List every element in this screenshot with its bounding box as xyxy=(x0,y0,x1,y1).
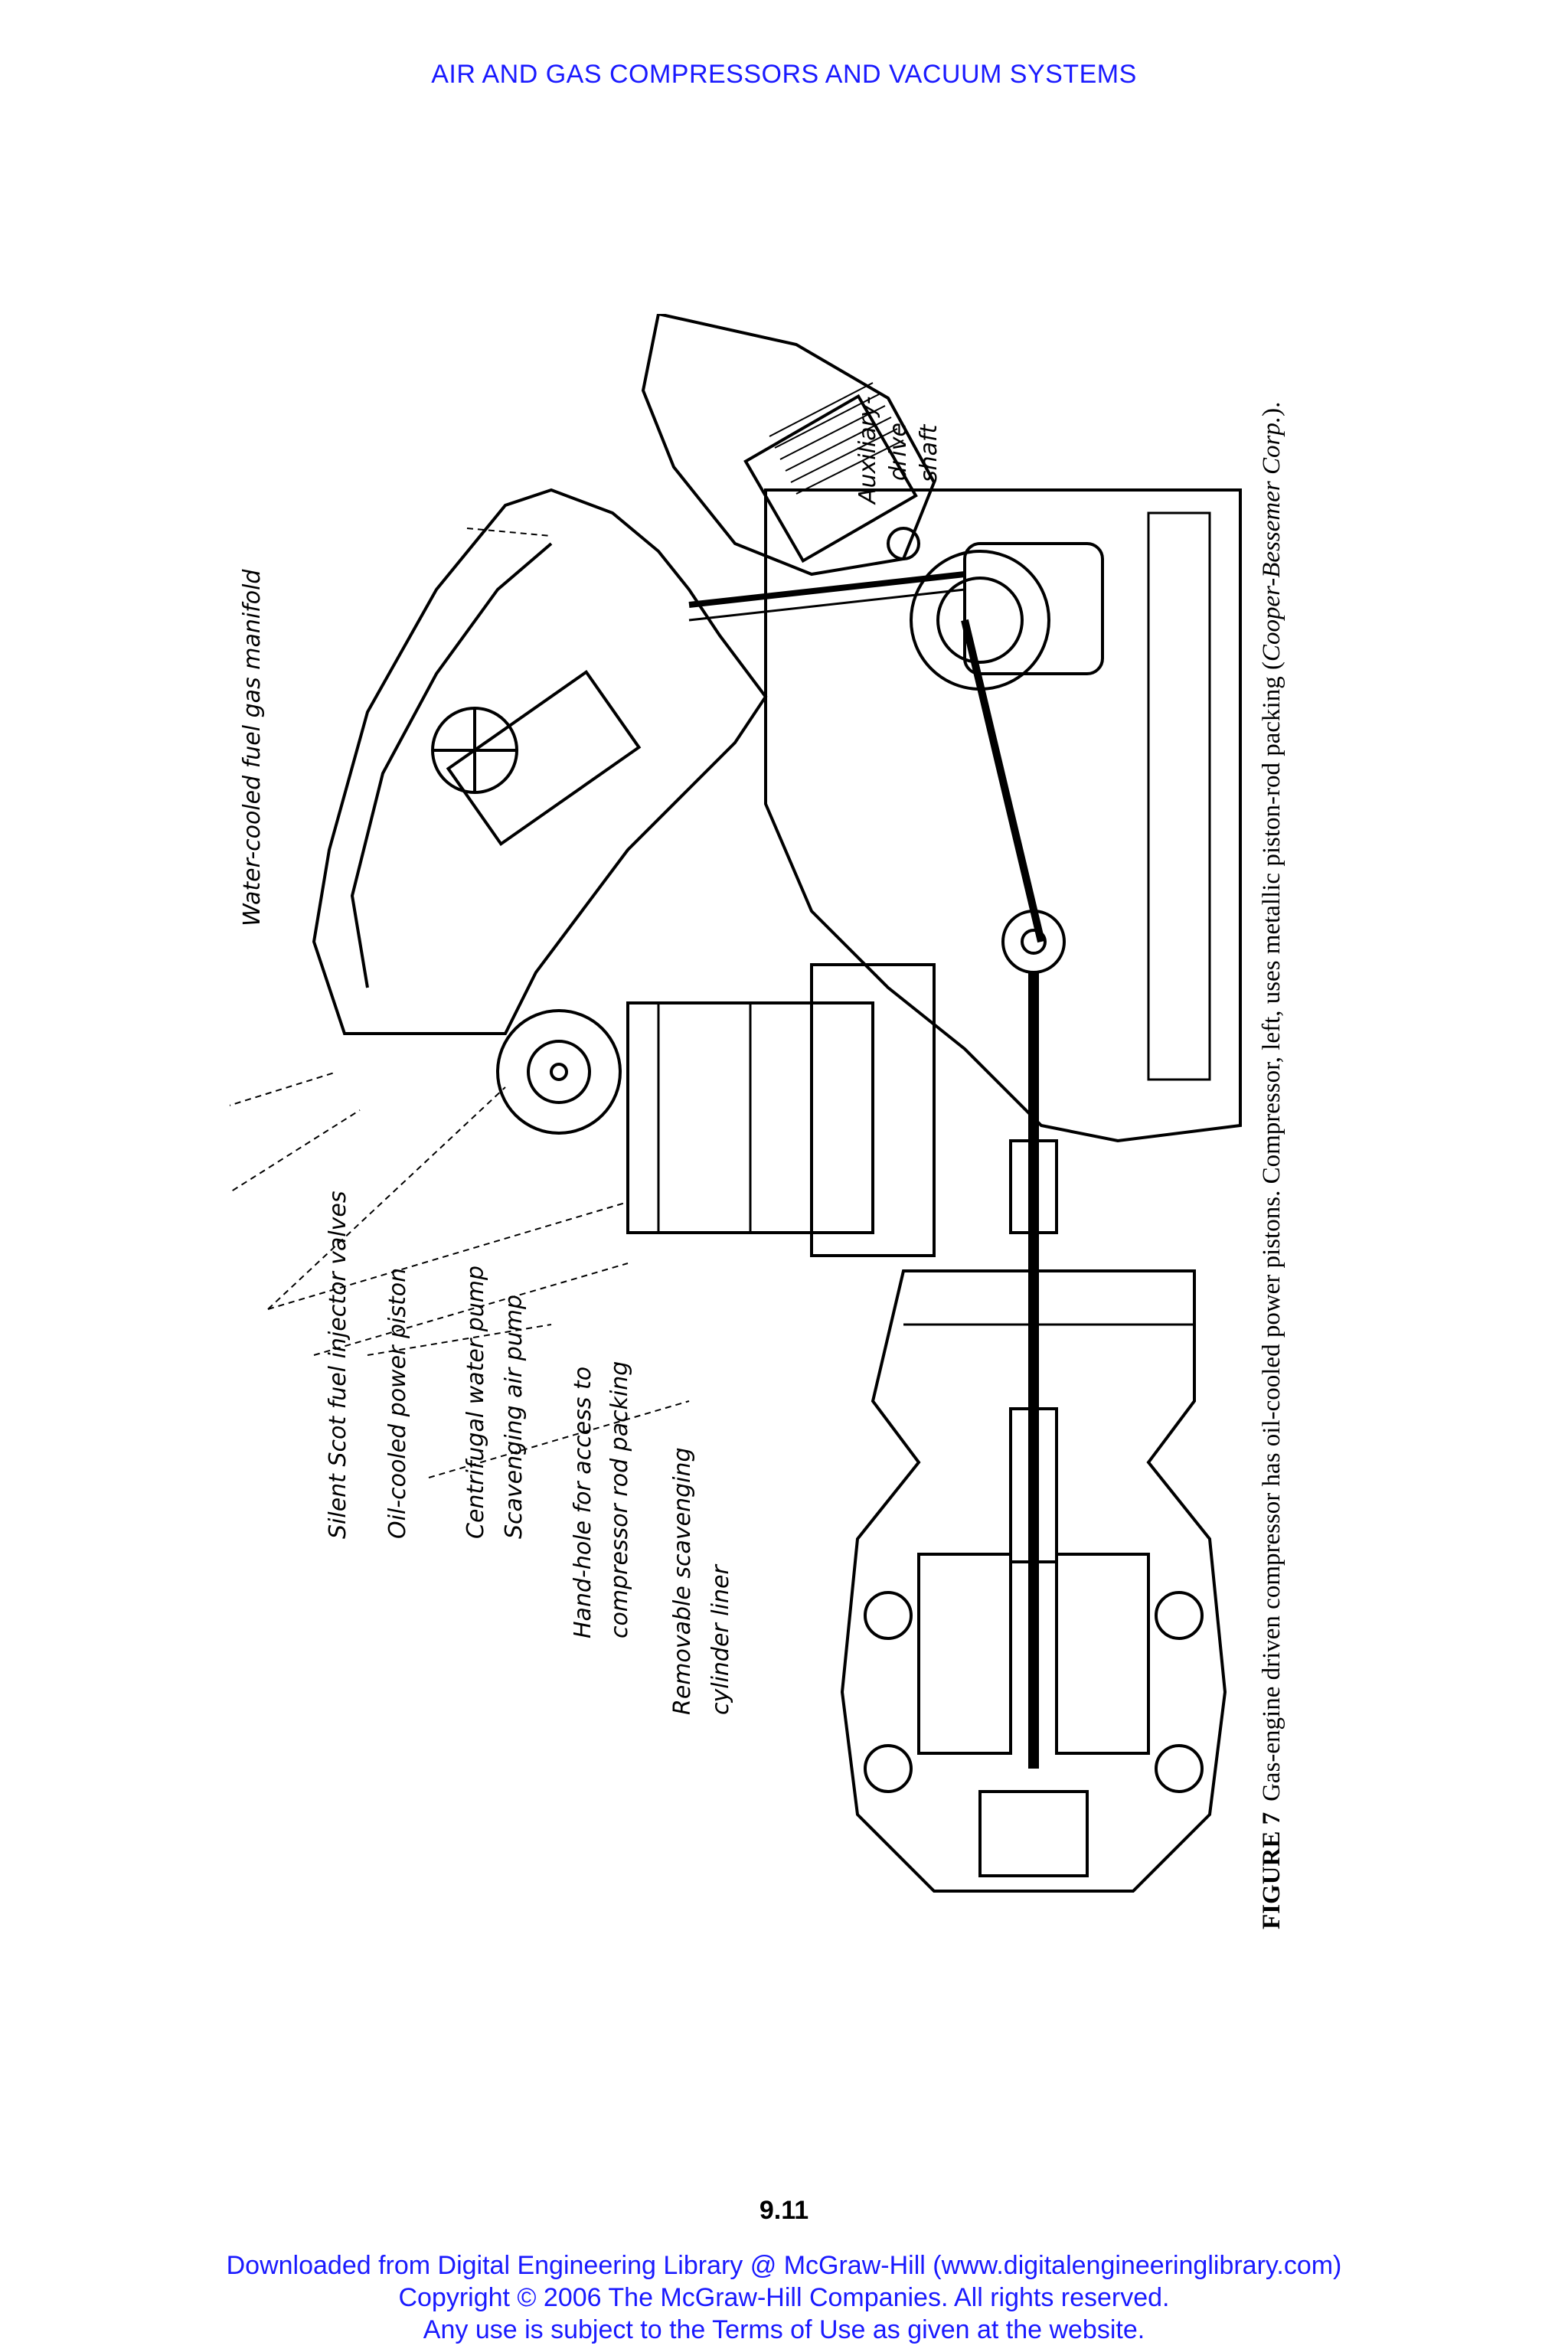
footer-download-link[interactable]: Downloaded from Digital Engineering Libr… xyxy=(226,2251,1342,2280)
label-power-piston: Oil-cooled power piston xyxy=(384,1267,411,1539)
footer-copyright: Copyright © 2006 The McGraw-Hill Compani… xyxy=(398,2283,1170,2312)
power-cylinder-block xyxy=(312,488,768,1035)
piston-rod xyxy=(1009,972,1058,1769)
running-head: AIR AND GAS COMPRESSORS AND VACUUM SYSTE… xyxy=(431,60,1137,89)
footer: Downloaded from Digital Engineering Libr… xyxy=(0,2249,1568,2346)
label-aux-drive-line1: Auxiliary- xyxy=(854,396,881,504)
leader-lines xyxy=(230,528,690,1478)
label-hand-hole-line1: Hand-hole for access to xyxy=(570,1366,596,1638)
label-water-pump: Centrifugal water pump xyxy=(462,1265,489,1539)
figure-number: FIGURE 7 xyxy=(1258,1811,1285,1929)
connecting-rods xyxy=(688,571,1066,974)
caption-end: ). xyxy=(1258,401,1285,416)
engine-compressor-figure xyxy=(230,314,1317,1960)
label-water-manifold: Water-cooled fuel gas manifold xyxy=(239,569,266,926)
compressor-cylinder xyxy=(840,1269,1227,1893)
figure-caption: FIGURE 7 Gas-engine driven compressor has… xyxy=(1256,337,1288,1929)
footer-terms: Any use is subject to the Terms of Use a… xyxy=(423,2315,1145,2344)
label-aux-drive-line3: shaft xyxy=(916,424,942,482)
label-aux-drive-line2: drive xyxy=(885,423,912,481)
label-hand-hole-line2: compressor rod packing xyxy=(606,1361,633,1638)
label-liner-line2: cylinder liner xyxy=(707,1565,734,1715)
label-air-pump: Scavenging air pump xyxy=(501,1294,528,1539)
pump-section xyxy=(496,963,936,1257)
caption-credit: Cooper-Bessemer Corp. xyxy=(1258,416,1285,662)
power-cylinder-right xyxy=(641,314,936,577)
crankcase xyxy=(764,488,1242,1143)
label-liner-line1: Removable scavenging xyxy=(669,1447,696,1715)
label-injector-valves: Silent Scot fuel injector valves xyxy=(325,1191,351,1539)
caption-text: Gas-engine driven compressor has oil-coo… xyxy=(1258,662,1285,1802)
page-number: 9.11 xyxy=(759,2196,809,2225)
engine-cross-section-drawing xyxy=(230,314,1242,1893)
